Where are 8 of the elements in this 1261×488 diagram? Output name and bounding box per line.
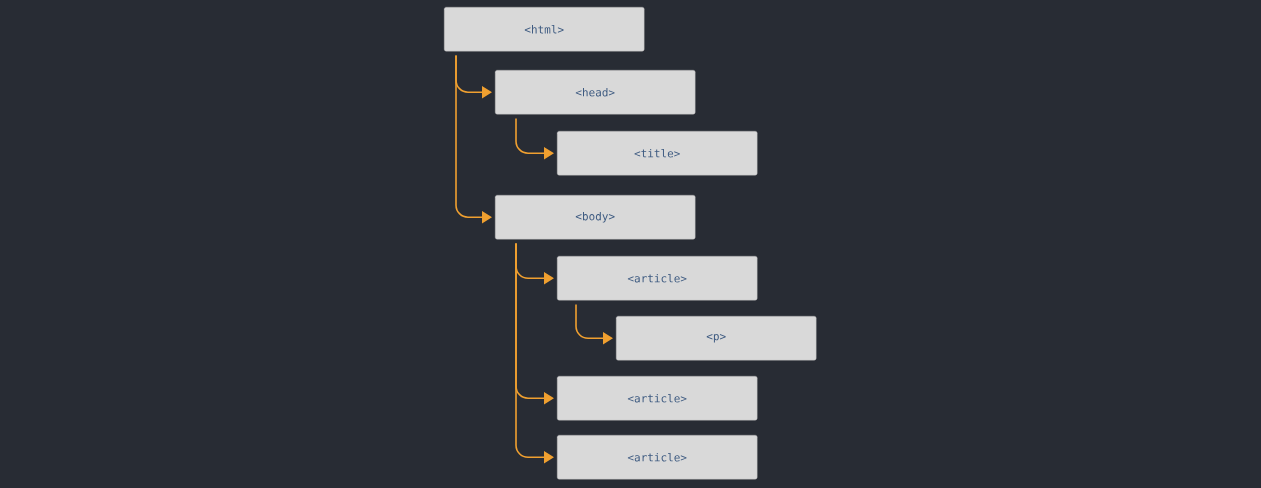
element-box: <body> — [495, 195, 696, 240]
element-box: <title> — [557, 131, 758, 176]
element-box: <head> — [495, 70, 696, 115]
element-box: <p> — [616, 316, 817, 361]
element-box: <html> — [444, 7, 645, 52]
element-box: <article> — [557, 256, 758, 301]
element-box: <article> — [557, 376, 758, 421]
element-box: <article> — [557, 435, 758, 480]
